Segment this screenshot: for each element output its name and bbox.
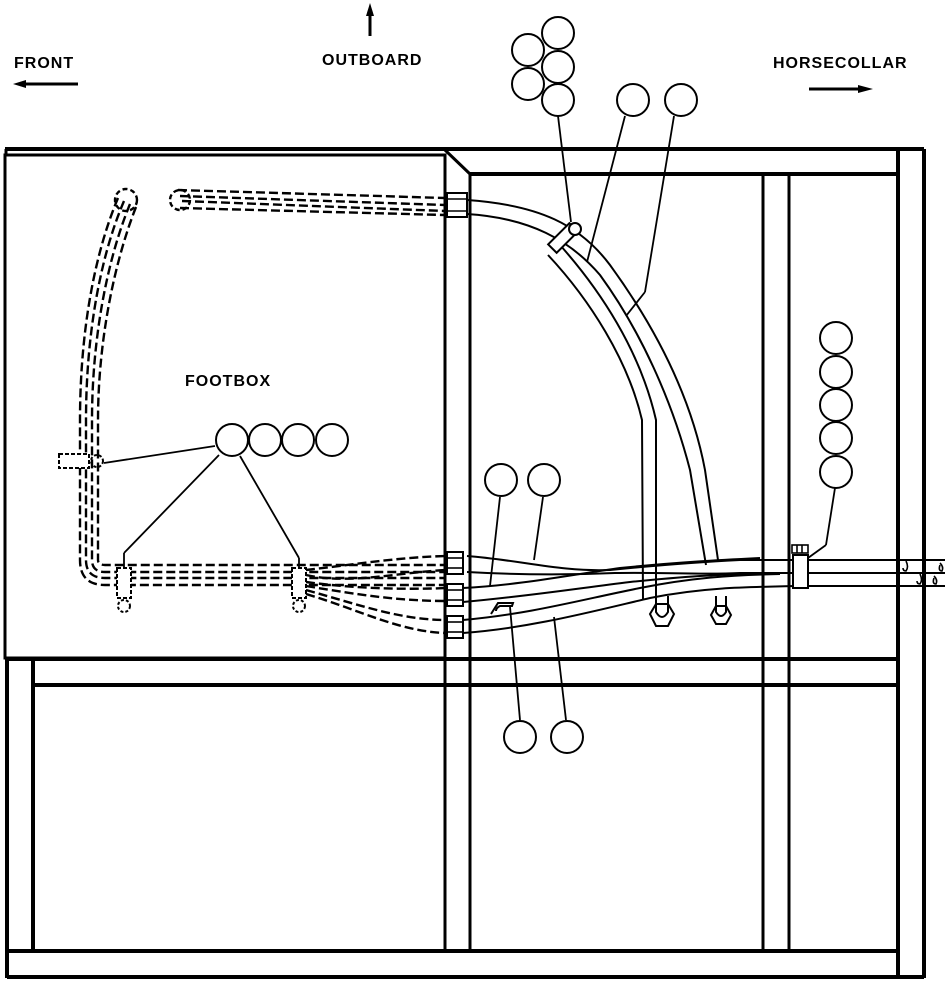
bulkhead-connectors [446,192,468,639]
mid-pair-callouts [484,463,561,497]
frame-structure [3,147,926,979]
callout-balloon [503,720,537,754]
ring-terminal-icon [648,596,676,627]
callout-balloon [819,321,853,355]
callout-balloon [550,720,584,754]
front-label: FRONT [14,55,74,72]
callout-balloon [511,33,545,67]
callout-balloon [281,423,315,457]
ring-terminal-icon [709,596,733,625]
callout-balloon [819,355,853,389]
connector-icon [446,192,468,218]
callout-balloon [527,463,561,497]
connector-icon [446,615,464,639]
callout-balloon [819,388,853,422]
horsecollar-label: HORSECOLLAR [773,55,908,72]
callout-balloon [248,423,282,457]
callout-balloon [819,421,853,455]
hidden-clamp-icon [58,453,90,469]
hidden-clamp-icon [291,567,307,599]
hidden-clamp-icon [116,567,132,599]
clamp-icon [546,221,582,255]
outboard-label: OUTBOARD [322,52,422,69]
callout-balloon [541,83,575,117]
clamp-icon [791,544,809,589]
callout-balloon [511,67,545,101]
callout-balloon [541,50,575,84]
callout-balloon [819,455,853,489]
connector-icon [446,583,464,607]
top-single-callout-a [616,83,650,117]
footbox-label: FOOTBOX [185,373,271,390]
connector-icon [446,551,464,575]
footbox-clamp-callouts [215,423,349,457]
footbox-panel [3,153,447,660]
orientation-indicators: FRONT OUTBOARD HORSECOLLAR [13,3,908,93]
callout-balloon [315,423,349,457]
hidden-clamp-icon [168,188,192,212]
horsecollar-arrow-icon [809,85,873,93]
callout-balloon [215,423,249,457]
leader-lines [103,115,836,721]
top-cluster-callouts [511,16,575,117]
outboard-arrow-icon [366,3,374,36]
front-arrow-icon [13,80,78,88]
callout-balloon [541,16,575,50]
right-column-callouts [819,321,853,489]
callout-balloon [484,463,518,497]
hidden-clamp-icon [113,187,139,213]
top-single-callout-b [664,83,698,117]
visible-harness [462,199,945,634]
bottom-pair-callouts [503,720,584,754]
hidden-harness-footbox [58,187,448,635]
